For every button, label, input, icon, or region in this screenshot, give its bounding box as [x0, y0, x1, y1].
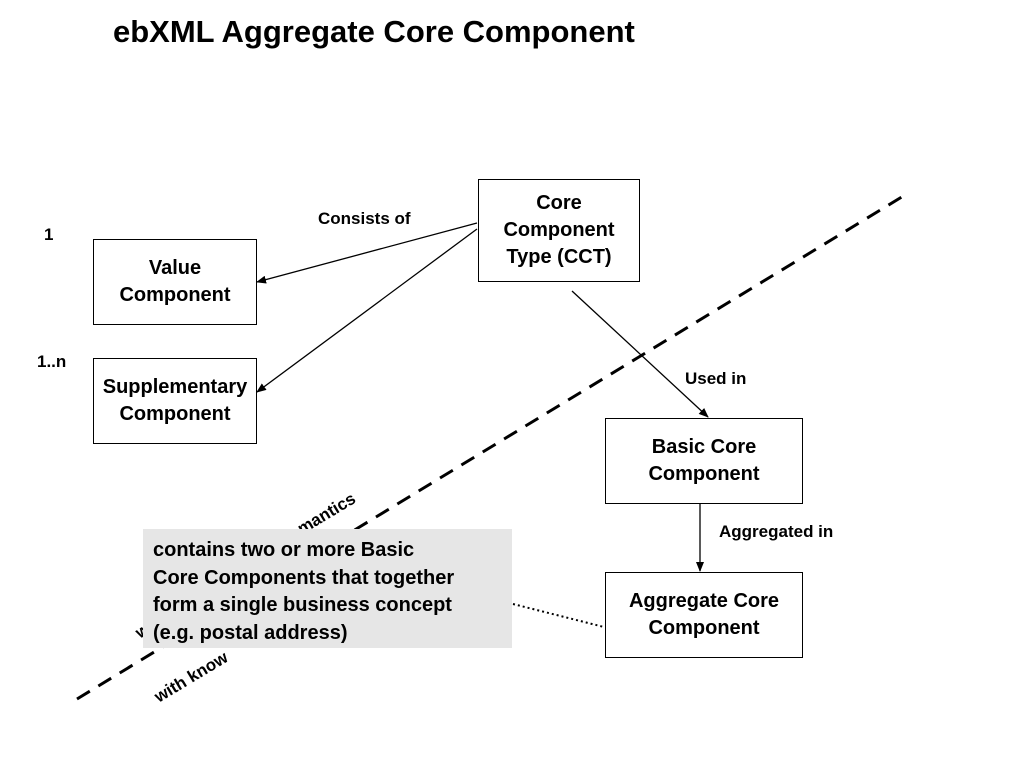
multiplicity-one: 1 — [44, 225, 54, 244]
node-basic-core-component: Basic Core Component — [605, 418, 803, 504]
arrow-used-in — [571, 290, 709, 418]
node-supplementary-component: Supplementary Component — [93, 358, 257, 444]
node-label: Aggregate Core Component — [628, 590, 780, 639]
node-label: Supplementary Component — [102, 376, 248, 425]
node-core-component-type: Core Component Type (CCT) — [478, 179, 640, 282]
arrow-consists-of-supplementary — [256, 228, 478, 393]
node-label: Core Component Type (CCT) — [503, 192, 615, 268]
node-label: Basic Core Component — [648, 436, 760, 485]
note-connector-dotted — [512, 603, 605, 628]
edge-label-consists-of: Consists of — [318, 209, 411, 228]
edge-label-used-in: Used in — [685, 369, 747, 388]
node-aggregate-core-component: Aggregate Core Component — [605, 572, 803, 658]
aggregate-description-note: contains two or more Basic Core Componen… — [143, 529, 512, 648]
node-label: Value Component — [119, 257, 231, 306]
edge-label-aggregated-in: Aggregated in — [719, 522, 834, 541]
page-title: ebXML Aggregate Core Component — [113, 14, 635, 49]
node-value-component: Value Component — [93, 239, 257, 325]
multiplicity-one-to-n: 1..n — [37, 352, 67, 371]
arrow-consists-of-value — [256, 222, 478, 284]
